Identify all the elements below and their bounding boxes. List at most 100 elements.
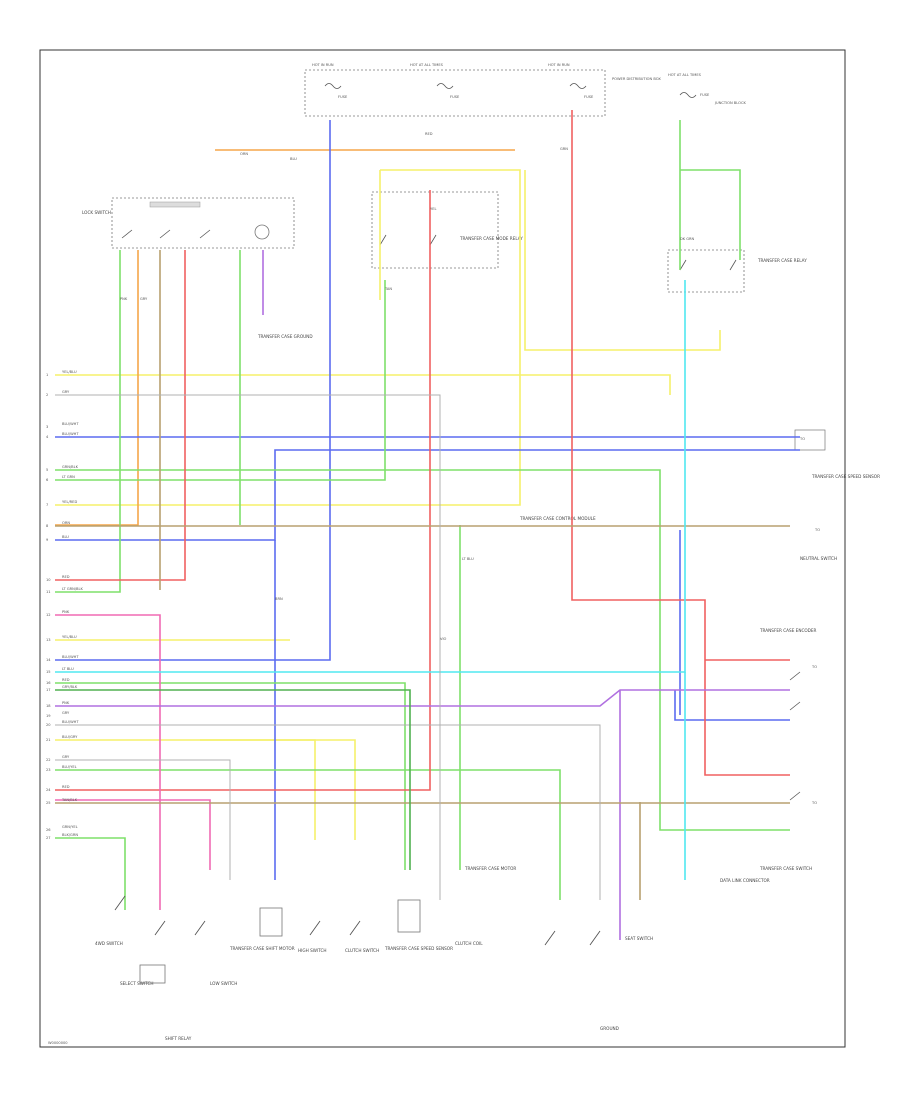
left-pin-label: RED: [62, 785, 70, 789]
wire-green-5: [680, 169, 741, 260]
left-pin-label: YEL/RED: [62, 500, 77, 504]
left-pin-label: BLU/WHT: [62, 655, 79, 659]
left-pin-label: TAN/BLK: [61, 798, 78, 802]
wire-yellow-7: [200, 739, 356, 840]
left-pin-label: LT GRN: [62, 475, 75, 479]
wires: [55, 110, 800, 940]
lock-switch-lamp-icon: [254, 224, 270, 240]
fuse-3: FUSE: [569, 83, 594, 99]
fuse-box: HOT IN RUN HOT AT ALL TIMES HOT IN RUN P…: [304, 63, 661, 117]
data-link-label: DATA LINK CONNECTOR: [720, 878, 770, 883]
left-pin-number: 17: [46, 688, 51, 692]
switch-left-2-label: SELECT SWITCH: [120, 981, 154, 986]
wire-yellow-2: [55, 169, 521, 506]
right-connectors: TO TO TO TO: [789, 429, 826, 805]
module-bottom-icon: [259, 907, 283, 937]
left-pin-number: 2: [46, 393, 48, 397]
relay-left-icon: [139, 964, 166, 984]
wire-cyan-1: [55, 280, 686, 673]
wire-gray-1: [55, 394, 441, 900]
wire-green-7: [55, 682, 406, 870]
left-pin-label: BLU: [62, 535, 69, 539]
right-fuse-label: HOT AT ALL TIMES: [668, 73, 702, 77]
left-pin-number: 14: [46, 658, 51, 662]
wire-tag: LT BLU: [462, 557, 474, 561]
left-pin-label: BLU/GRY: [62, 735, 78, 739]
fuse-3-label: FUSE: [584, 95, 594, 99]
left-pin-label: BLU/WHT: [62, 422, 79, 426]
wire-tag: BLU: [290, 157, 297, 161]
tc-encoder-label: TRANSFER CASE ENCODER: [759, 628, 817, 633]
left-pin-label: YEL/BLU: [62, 635, 77, 639]
tc-relay-right: TRANSFER CASE RELAY: [667, 249, 807, 293]
left-pin-label: GRN/YEL: [62, 825, 78, 829]
tc-sensor-right-label: TRANSFER CASE SPEED SENSOR: [811, 474, 880, 479]
wire-pink-2: [55, 799, 211, 870]
left-pin-number: 19: [46, 714, 51, 718]
wire-red-1: [55, 190, 431, 791]
wire-green-3: [55, 250, 121, 593]
left-pin-label: PNK: [62, 701, 70, 705]
wire-tag: BRN: [275, 597, 283, 601]
tc-ground-label: TRANSFER CASE GROUND: [257, 334, 313, 339]
left-pin-label: GRY: [62, 755, 70, 759]
wire-yellow-1: [55, 374, 671, 395]
wire-tag: GRY: [140, 297, 148, 301]
left-pin-number: 7: [46, 503, 48, 507]
lock-switch-box: LOCK SWITCH: [82, 197, 295, 249]
right-fuse: HOT AT ALL TIMES FUSE JUNCTION BLOCK: [668, 73, 746, 105]
fuse-box-side-label: POWER DISTRIBUTION BOX: [612, 77, 661, 81]
tc-module-label: TRANSFER CASE CONTROL MODULE: [519, 516, 596, 521]
wire-green-2: [55, 280, 386, 481]
tc-mode-relay: TRANSFER CASE MODE RELAY: [371, 191, 523, 269]
wire-pink-1: [55, 614, 161, 910]
ground-bottom-label: GROUND: [600, 1026, 619, 1031]
wire-tag: PNK: [120, 297, 128, 301]
left-pin-number: 1: [46, 373, 48, 377]
wire-tag: GRN: [560, 147, 568, 151]
wire-tag: VIO: [440, 637, 447, 641]
right-label-4: TO: [811, 801, 817, 805]
wire-green-8: [55, 837, 126, 910]
wire-violet-1: [55, 689, 790, 707]
left-pin-label: ORN: [62, 521, 70, 525]
left-pin-number: 24: [46, 788, 51, 792]
left-pin-label: LT BLU: [62, 667, 74, 671]
wire-tag: DK GRN: [680, 237, 695, 241]
wire-tag: YEL: [430, 207, 436, 211]
wire-blue-2: [55, 449, 800, 541]
right-label-2: TO: [814, 528, 820, 532]
relay-left-label: SHIFT RELAY: [165, 1036, 192, 1041]
left-pin-label: LT GRN/BLK: [62, 587, 83, 591]
left-pin-number: 22: [46, 758, 51, 762]
footer-code: W0000000: [48, 1041, 68, 1045]
left-pin-number: 25: [46, 801, 51, 805]
right-label-3: TO: [811, 665, 817, 669]
left-pin-number: 23: [46, 768, 51, 772]
left-pin-label: GRY/BLK: [62, 685, 78, 689]
left-pin-label: RED: [62, 678, 70, 682]
wire-orange-2: [55, 250, 139, 526]
wire-tag: RED: [425, 132, 433, 136]
neutral-switch-label: NEUTRAL SWITCH: [800, 556, 837, 561]
left-pin-number: 27: [46, 836, 51, 840]
fuse-2: FUSE: [436, 83, 460, 99]
fuse-2-label: FUSE: [450, 95, 460, 99]
left-pin-label: BLK/GRN: [62, 833, 78, 837]
tc-switch-label: TRANSFER CASE SWITCH: [759, 866, 812, 871]
wire-green-10: [55, 769, 561, 900]
left-pin-label: YEL/BLU: [62, 370, 77, 374]
fuse-box-label-3: HOT IN RUN: [548, 63, 570, 67]
left-pin-number: 21: [46, 738, 51, 742]
tc-motor-bottom-label: TRANSFER CASE MOTOR: [464, 866, 516, 871]
left-pin-number: 5: [46, 468, 48, 472]
left-pin-label: PNK: [62, 610, 70, 614]
lock-switch-label: LOCK SWITCH: [82, 210, 111, 215]
fuse-box-label-1: HOT IN RUN: [312, 63, 334, 67]
wire-yellow-3: [524, 170, 721, 351]
left-pin-number: 13: [46, 638, 51, 642]
wire-dkgreen-1: [55, 689, 411, 870]
